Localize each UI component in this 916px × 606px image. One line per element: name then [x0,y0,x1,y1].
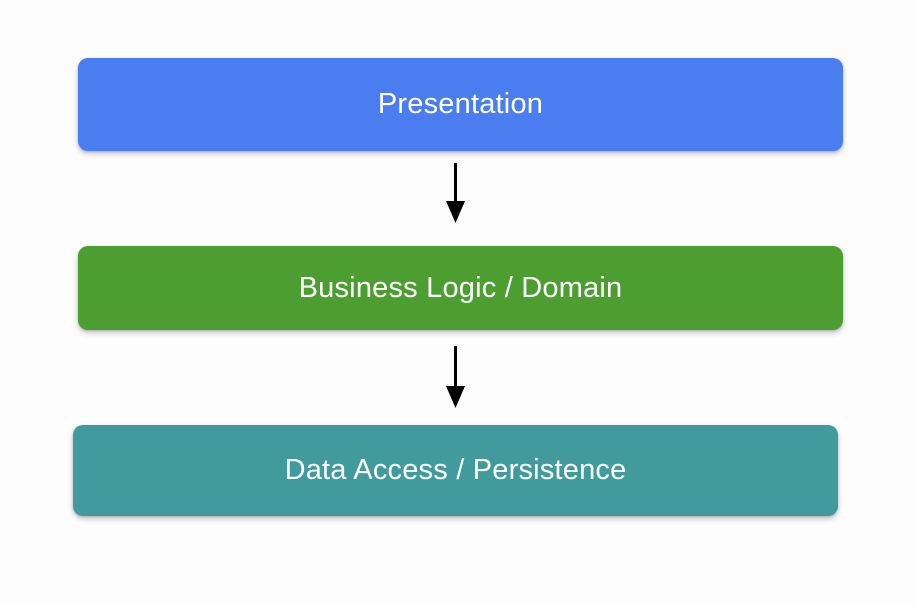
arrow-presentation-to-business [431,163,481,225]
node-data-access[interactable]: Data Access / Persistence [73,425,838,516]
node-business-logic[interactable]: Business Logic / Domain [78,246,843,330]
arrow-business-to-data-icon [446,346,465,408]
node-presentation-label: Presentation [377,88,544,120]
node-presentation[interactable]: Presentation [78,58,843,151]
arrow-presentation-to-business-icon [446,163,465,223]
node-business-logic-label: Business Logic / Domain [298,271,623,304]
node-data-access-label: Data Access / Persistence [284,454,627,486]
arrow-business-to-data [431,346,481,410]
